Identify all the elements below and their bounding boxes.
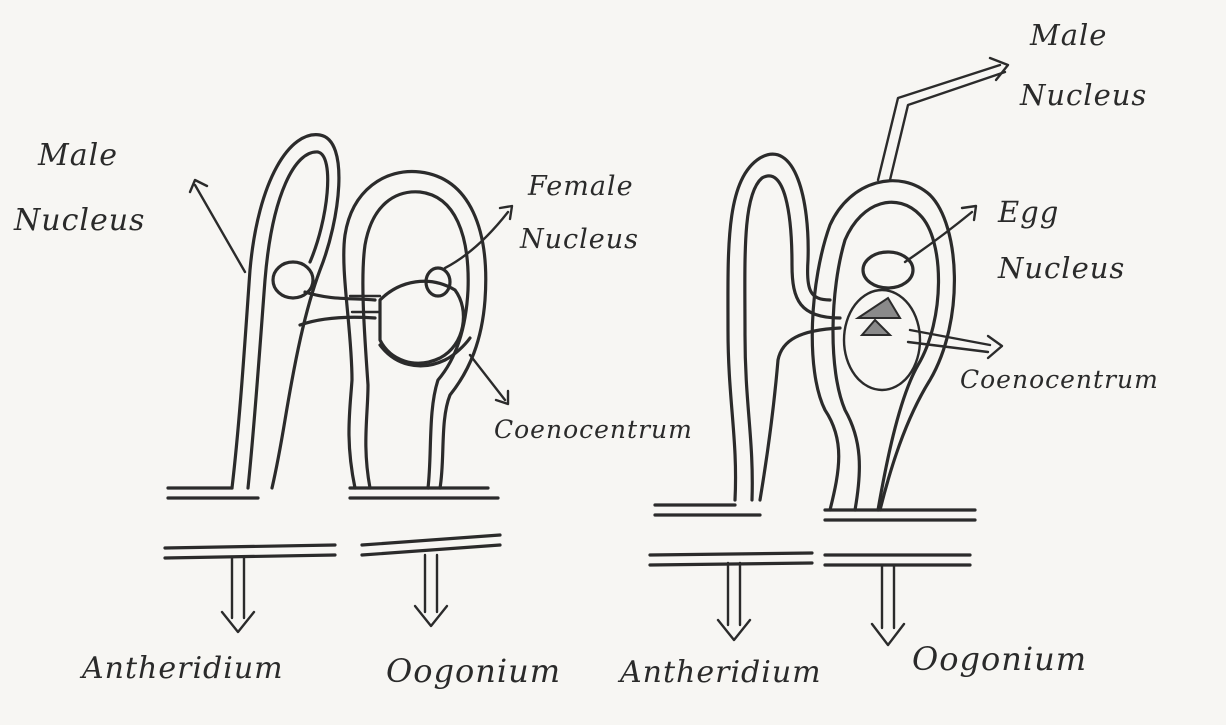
left-male-nucleus-label-line1: Male [37,138,118,173]
left-female-nucleus-label-line1: Female [527,171,634,202]
left-panel: Male Nucleus Female Nucleus Coenocentrum… [13,135,693,690]
left-female-nucleus-label-line2: Nucleus [519,224,639,255]
right-egg-nucleus-arrow [905,212,972,262]
left-male-nucleus-arrow [195,185,245,272]
left-antheridium-label: Antheridium [79,651,284,686]
left-oogonium-label: Oogonium [386,652,561,690]
right-oogonium-structure [812,181,975,520]
right-panel: Male Nucleus Egg Nucleus Coenocentrum An… [617,18,1159,690]
right-oogonium-label: Oogonium [912,640,1087,678]
right-antheridium-label: Antheridium [617,655,822,690]
left-antheridium-structure [168,135,375,498]
left-coenocentrum-arrow [470,355,505,400]
right-coenocentrum-label: Coenocentrum [960,365,1159,394]
left-male-nucleus-label-line2: Nucleus [13,203,145,238]
left-base [165,535,500,632]
left-coenocentrum-label: Coenocentrum [494,415,693,444]
right-male-nucleus-label-line2: Nucleus [1019,78,1147,112]
right-egg-nucleus-label-line1: Egg [997,195,1059,229]
right-fertilization-tube-shade [858,298,900,318]
right-male-nucleus-arrow [878,65,1005,180]
left-oogonium-structure [344,172,498,498]
right-egg-nucleus-label-line2: Nucleus [997,251,1125,285]
right-male-nucleus-label-line1: Male [1029,18,1107,52]
right-base [650,553,970,645]
